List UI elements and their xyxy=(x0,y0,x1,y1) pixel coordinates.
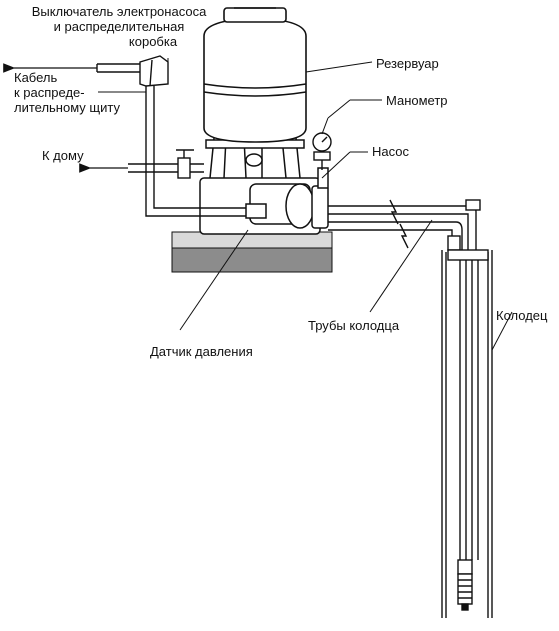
switch-label: Выключатель электронасоса и распределите… xyxy=(4,4,234,49)
electrical-conduit xyxy=(145,86,246,217)
pump-label: Насос xyxy=(372,144,409,159)
cable-label-line2: к распреде- xyxy=(14,85,85,100)
cable-label: Кабель к распреде- лительному щиту xyxy=(14,70,120,115)
pump-body xyxy=(199,167,329,235)
well-label: Колодец xyxy=(496,308,548,323)
switch-box xyxy=(96,55,169,87)
switch-label-line3: коробка xyxy=(128,34,178,49)
leader-lines xyxy=(98,58,513,351)
tank-legs xyxy=(205,137,305,179)
concrete-base xyxy=(171,231,333,273)
well-casing xyxy=(441,249,493,618)
submersible-pump xyxy=(457,559,473,611)
arrows xyxy=(3,63,128,173)
to-house-label: К дому xyxy=(42,148,84,163)
cable-label-line3: лительному щиту xyxy=(14,100,120,115)
switch-label-line2: и распределительная xyxy=(53,19,185,34)
manometer-label: Манометр xyxy=(386,93,448,108)
pressure-sensor-label: Датчик давления xyxy=(150,344,253,359)
well-pipes xyxy=(328,199,481,251)
manometer-gauge xyxy=(312,132,332,170)
well-pipes-label: Трубы колодца xyxy=(308,318,400,333)
switch-label-line1: Выключатель электронасоса xyxy=(31,4,207,19)
pressure-tank xyxy=(203,7,307,143)
reservoir-label: Резервуар xyxy=(376,56,439,71)
cable-label-line1: Кабель xyxy=(14,70,58,85)
house-pipe xyxy=(128,149,204,179)
